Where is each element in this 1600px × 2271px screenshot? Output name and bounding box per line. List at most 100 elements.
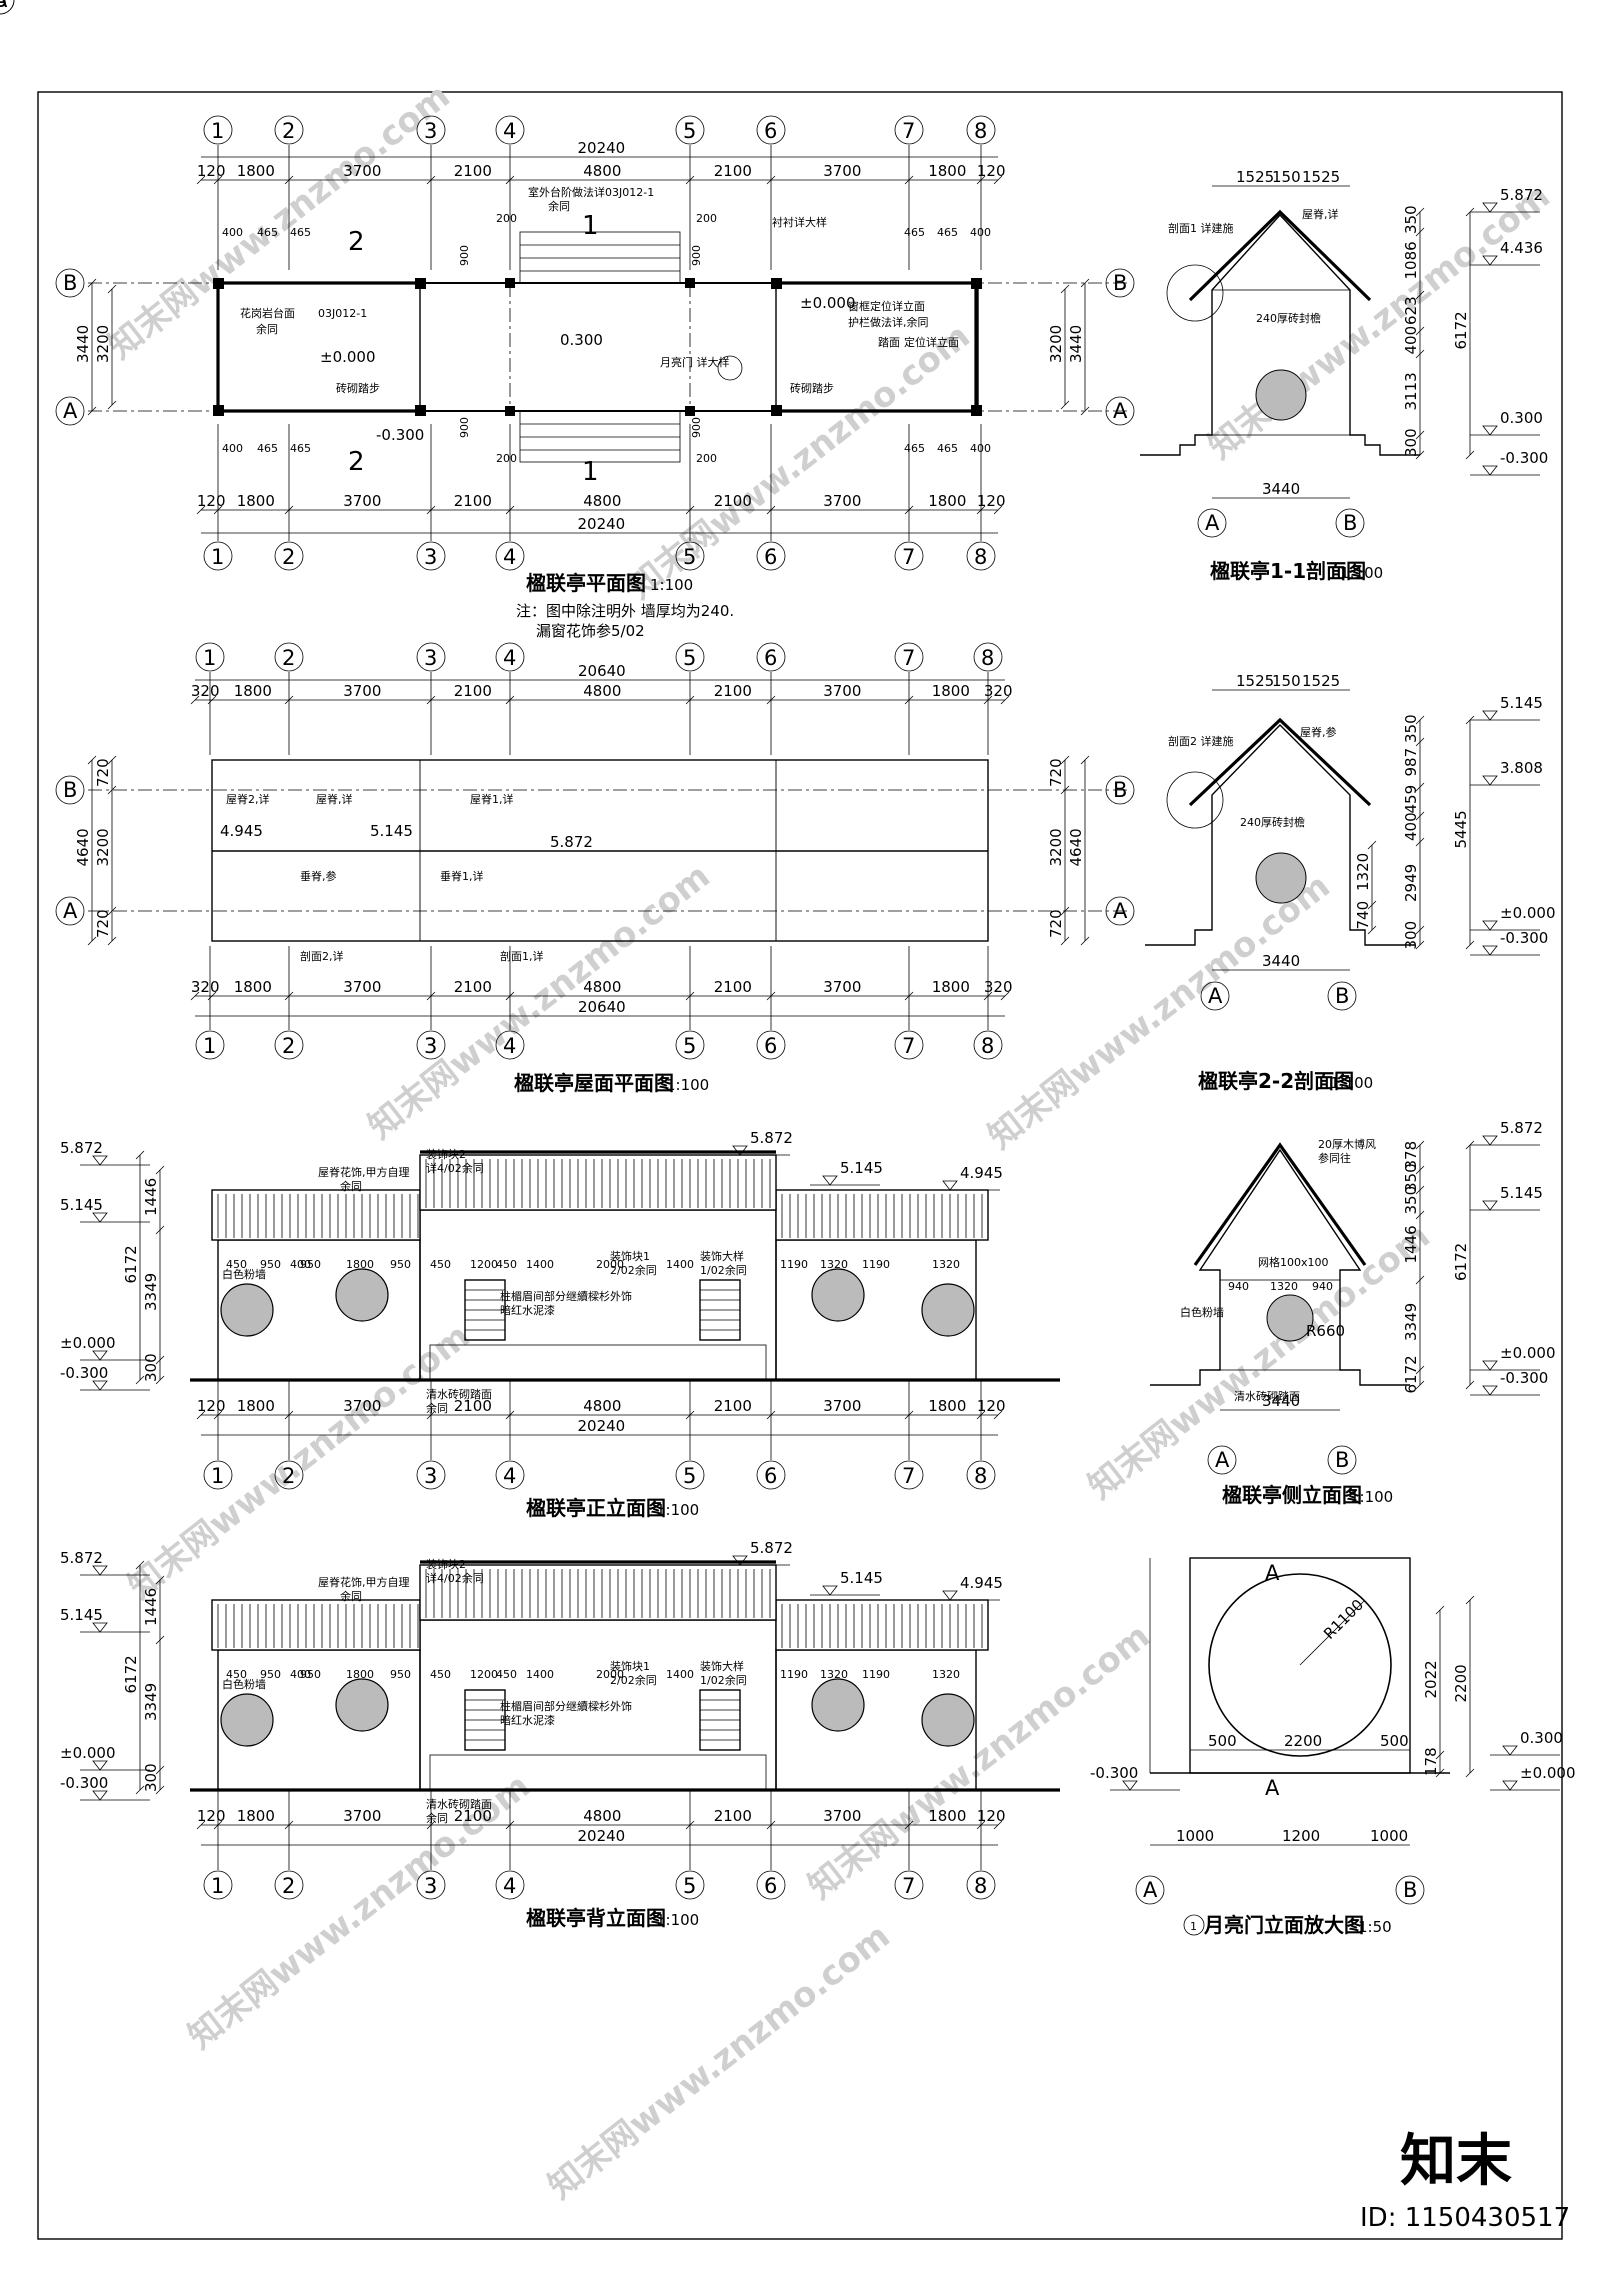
level-triangle — [1482, 255, 1498, 266]
level-triangle — [92, 1565, 108, 1576]
plan-small-dim: 900 — [458, 417, 471, 438]
level-value: -0.300 — [1500, 449, 1548, 467]
axis-bubble — [675, 1030, 705, 1060]
elev-label: 屋脊花饰,甲方自理 — [318, 1575, 410, 1589]
elev-dim: 450 — [496, 1258, 517, 1271]
dim-value: 4800 — [583, 1397, 621, 1415]
elev-dim: 1400 — [526, 1258, 554, 1271]
dim-value: 987 — [1402, 748, 1420, 777]
moon-scale: 1:50 — [1358, 1918, 1392, 1936]
dim-tick — [135, 1375, 145, 1385]
dim-value: 740 — [1354, 901, 1372, 930]
dim-value: 2949 — [1402, 864, 1420, 902]
plan-steps-bottom — [519, 410, 681, 463]
axis-number: 4 — [503, 1464, 516, 1488]
dim-tick — [904, 1410, 914, 1420]
dim-tick — [1415, 1140, 1425, 1150]
elev-dim: 400 — [290, 1668, 311, 1681]
side-dim: 1320 — [1270, 1280, 1298, 1293]
dim-value: 3349 — [1402, 1303, 1420, 1341]
axis-number: 1 — [211, 1874, 224, 1898]
roof-center — [419, 1564, 777, 1621]
dim-tick — [284, 695, 294, 705]
elev-dim: 1190 — [780, 1258, 808, 1271]
dim-tick — [1415, 1380, 1425, 1390]
moon-title: 月亮门立面放大图 — [1203, 1913, 1364, 1937]
dim-value: 6172 — [122, 1655, 140, 1693]
level-triangle — [92, 1155, 108, 1166]
level-value: 5.872 — [750, 1539, 793, 1557]
dim-value: 2100 — [714, 492, 752, 510]
elev-dim: 1400 — [666, 1668, 694, 1681]
dim-value: 1446 — [142, 1178, 160, 1216]
dim-value: 3113 — [1402, 372, 1420, 410]
roof-center — [419, 1154, 777, 1211]
elev-label: 清水砖砌踏面 — [426, 1797, 492, 1811]
axis-bubble — [1105, 896, 1135, 926]
axis-letter: B — [1343, 511, 1357, 535]
dim-tick — [1415, 430, 1425, 440]
axis-number: 8 — [974, 1874, 987, 1898]
dim-tick — [685, 991, 695, 1001]
sec22-label: 240厚砖封檐 — [1240, 815, 1305, 829]
axis-bubble — [1197, 508, 1227, 538]
dim-tick — [1060, 755, 1070, 765]
level-value: 5.145 — [60, 1196, 103, 1214]
moon-mark: A — [1265, 1776, 1280, 1800]
level-triangle — [1482, 1360, 1498, 1371]
level-value: 5.145 — [1500, 694, 1543, 712]
dim-value: 623 — [1402, 296, 1420, 325]
roof-label: 剖面2,详 — [300, 949, 344, 963]
dim-value: 720 — [1047, 909, 1065, 938]
dim-tick — [155, 1225, 165, 1235]
plan-level: ±0.000 — [800, 294, 856, 312]
detail-callout — [717, 355, 743, 381]
sec22-scale: 1:100 — [1330, 1074, 1373, 1092]
elev-label: 装饰块2 — [426, 1557, 466, 1571]
dim-value: 1800 — [928, 1807, 966, 1825]
dim-tick — [155, 1355, 165, 1365]
dim-tick — [213, 1410, 223, 1420]
level-mark: 5.145 — [1470, 1184, 1543, 1211]
dim-tick — [426, 991, 436, 1001]
level-triangle — [1482, 945, 1498, 956]
dim-value: 120 — [197, 162, 226, 180]
level-value: 5.145 — [840, 1159, 883, 1177]
dim-value: 500 — [1380, 1732, 1409, 1750]
elev-label: 白色粉墙 — [222, 1267, 266, 1281]
dim-value: 1525 — [1236, 168, 1274, 186]
dim-tick — [1415, 1185, 1425, 1195]
axis-number: 1 — [203, 646, 216, 670]
dim-tick — [426, 1820, 436, 1830]
dim-tick — [766, 991, 776, 1001]
dim-tick — [993, 175, 1003, 185]
image-id: ID: 1150430517 — [1360, 2203, 1570, 2233]
level-mark: 5.145 — [810, 1159, 883, 1186]
elev-label: 2/02余同 — [610, 1673, 657, 1687]
axis-bubble — [1105, 775, 1135, 805]
level-value: 5.872 — [60, 1549, 103, 1567]
dim-tick — [904, 175, 914, 185]
dim-value: 459 — [1402, 785, 1420, 814]
level-mark: -0.300 — [1470, 449, 1548, 476]
dim-tick — [766, 505, 776, 515]
roof-left — [211, 1189, 421, 1241]
dim-value: 3349 — [142, 1273, 160, 1311]
plan-label: 室外台阶做法详03J012-1 — [528, 185, 654, 199]
axis-number: 7 — [902, 545, 915, 569]
level-mark: -0.300 — [1470, 1369, 1548, 1396]
dim-value: 120 — [197, 492, 226, 510]
side-title: 楹联亭侧立面图 — [1222, 1483, 1362, 1507]
elev-dim: 1320 — [932, 1258, 960, 1271]
axis-number: 8 — [981, 1034, 994, 1058]
plan-small-dim: 465 — [257, 226, 278, 239]
dim-value: 1800 — [237, 1807, 275, 1825]
level-mark: 5.872 — [720, 1129, 793, 1156]
side-dim: 940 — [1312, 1280, 1333, 1293]
axis-bubble — [274, 1460, 304, 1490]
level-mark: ±0.000 — [60, 1334, 150, 1361]
elevation-scale: 1:100 — [656, 1911, 699, 1929]
dim-value: 3200 — [94, 325, 112, 363]
level-triangle — [1122, 1780, 1138, 1791]
